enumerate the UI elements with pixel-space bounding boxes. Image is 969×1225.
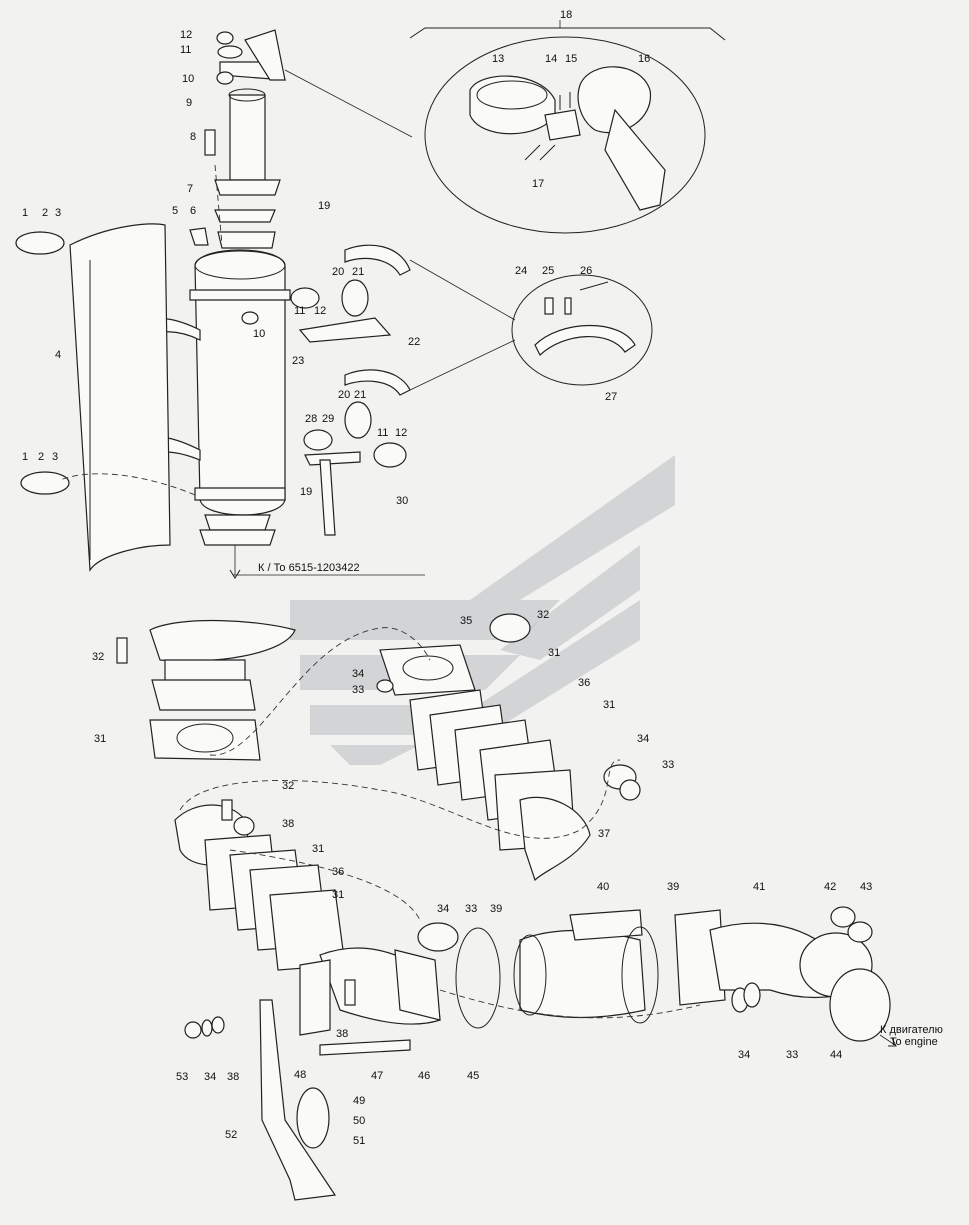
callout-27: 27 [605,391,617,403]
callout-15: 15 [565,53,577,65]
detail-inset-clamp [284,20,726,234]
callout-32: 32 [537,609,549,621]
callout-31: 31 [548,647,560,659]
callout-42: 42 [824,881,836,893]
callout-23: 23 [292,355,304,367]
callout-36: 36 [332,866,344,878]
callout-40: 40 [597,881,609,893]
callout-46: 46 [418,1070,430,1082]
callout-30: 30 [396,495,408,507]
callout-33: 33 [662,759,674,771]
callout-50: 50 [353,1115,365,1127]
callout-35: 35 [460,615,472,627]
callout-21: 21 [352,266,364,278]
callout-31: 31 [94,733,106,745]
callout-12: 12 [395,427,407,439]
callout-32: 32 [92,651,104,663]
callout-16: 16 [638,53,650,65]
callout-1: 1 [22,207,28,219]
callout-18: 18 [560,9,572,21]
callout-17: 17 [532,178,544,190]
callout-33: 33 [465,903,477,915]
callout-29: 29 [322,413,334,425]
callout-43: 43 [860,881,872,893]
outlet-fitting [116,619,296,761]
callout-3: 3 [55,207,61,219]
callout-31: 31 [603,699,615,711]
note-to-engine-en: To engine [890,1036,938,1048]
callout-20: 20 [338,389,350,401]
callout-22: 22 [408,336,420,348]
callout-19: 19 [300,486,312,498]
callout-11: 11 [294,305,305,317]
callout-34: 34 [352,668,364,680]
callout-34: 34 [204,1071,216,1083]
callout-39: 39 [490,903,502,915]
callout-33: 33 [352,684,364,696]
callout-45: 45 [467,1070,479,1082]
callout-24: 24 [515,265,527,277]
callout-20: 20 [332,266,344,278]
elbow-and-bracket [184,922,459,1201]
callout-28: 28 [305,413,317,425]
callout-39: 39 [667,881,679,893]
callout-12: 12 [314,305,326,317]
callout-9: 9 [186,97,192,109]
callout-34: 34 [738,1049,750,1061]
callout-8: 8 [190,131,196,143]
callout-14: 14 [545,53,557,65]
callout-44: 44 [830,1049,842,1061]
flange-stack-upper [376,613,641,882]
callout-6: 6 [190,205,196,217]
callout-19: 19 [318,200,330,212]
callout-31: 31 [332,889,344,901]
callout-2: 2 [38,451,44,463]
callout-2: 2 [42,207,48,219]
callout-37: 37 [598,828,610,840]
callout-34: 34 [437,903,449,915]
callout-38: 38 [282,818,294,830]
callout-11: 11 [180,44,191,56]
heat-shield [15,223,171,572]
callout-52: 52 [225,1129,237,1141]
callout-25: 25 [542,265,554,277]
flange-stack-lower [174,799,346,971]
callout-41: 41 [753,881,765,893]
callout-34: 34 [637,733,649,745]
muffler [134,249,291,579]
callout-11: 11 [377,427,388,439]
callout-33: 33 [786,1049,798,1061]
callout-10: 10 [253,328,265,340]
note-to-engine-ru: К двигателю [880,1024,943,1036]
callout-1: 1 [22,451,28,463]
callout-38: 38 [336,1028,348,1040]
clamps-brackets [290,244,653,536]
callout-3: 3 [52,451,58,463]
callout-31: 31 [312,843,324,855]
routing-lines [59,164,701,1019]
callout-38: 38 [227,1071,239,1083]
callout-21: 21 [354,389,366,401]
callout-7: 7 [187,183,193,195]
callout-5: 5 [172,205,178,217]
callout-51: 51 [353,1135,365,1147]
callout-26: 26 [580,265,592,277]
callout-32: 32 [282,780,294,792]
callout-13: 13 [492,53,504,65]
pipe-section-right [455,906,897,1047]
callout-47: 47 [371,1070,383,1082]
tailpipe-assembly [189,29,286,249]
callout-36: 36 [578,677,590,689]
callout-53: 53 [176,1071,188,1083]
callout-48: 48 [294,1069,306,1081]
note-to-part: К / То 6515-1203422 [258,562,360,574]
callout-10: 10 [182,73,194,85]
callout-4: 4 [55,349,61,361]
callout-49: 49 [353,1095,365,1107]
callout-12: 12 [180,29,192,41]
